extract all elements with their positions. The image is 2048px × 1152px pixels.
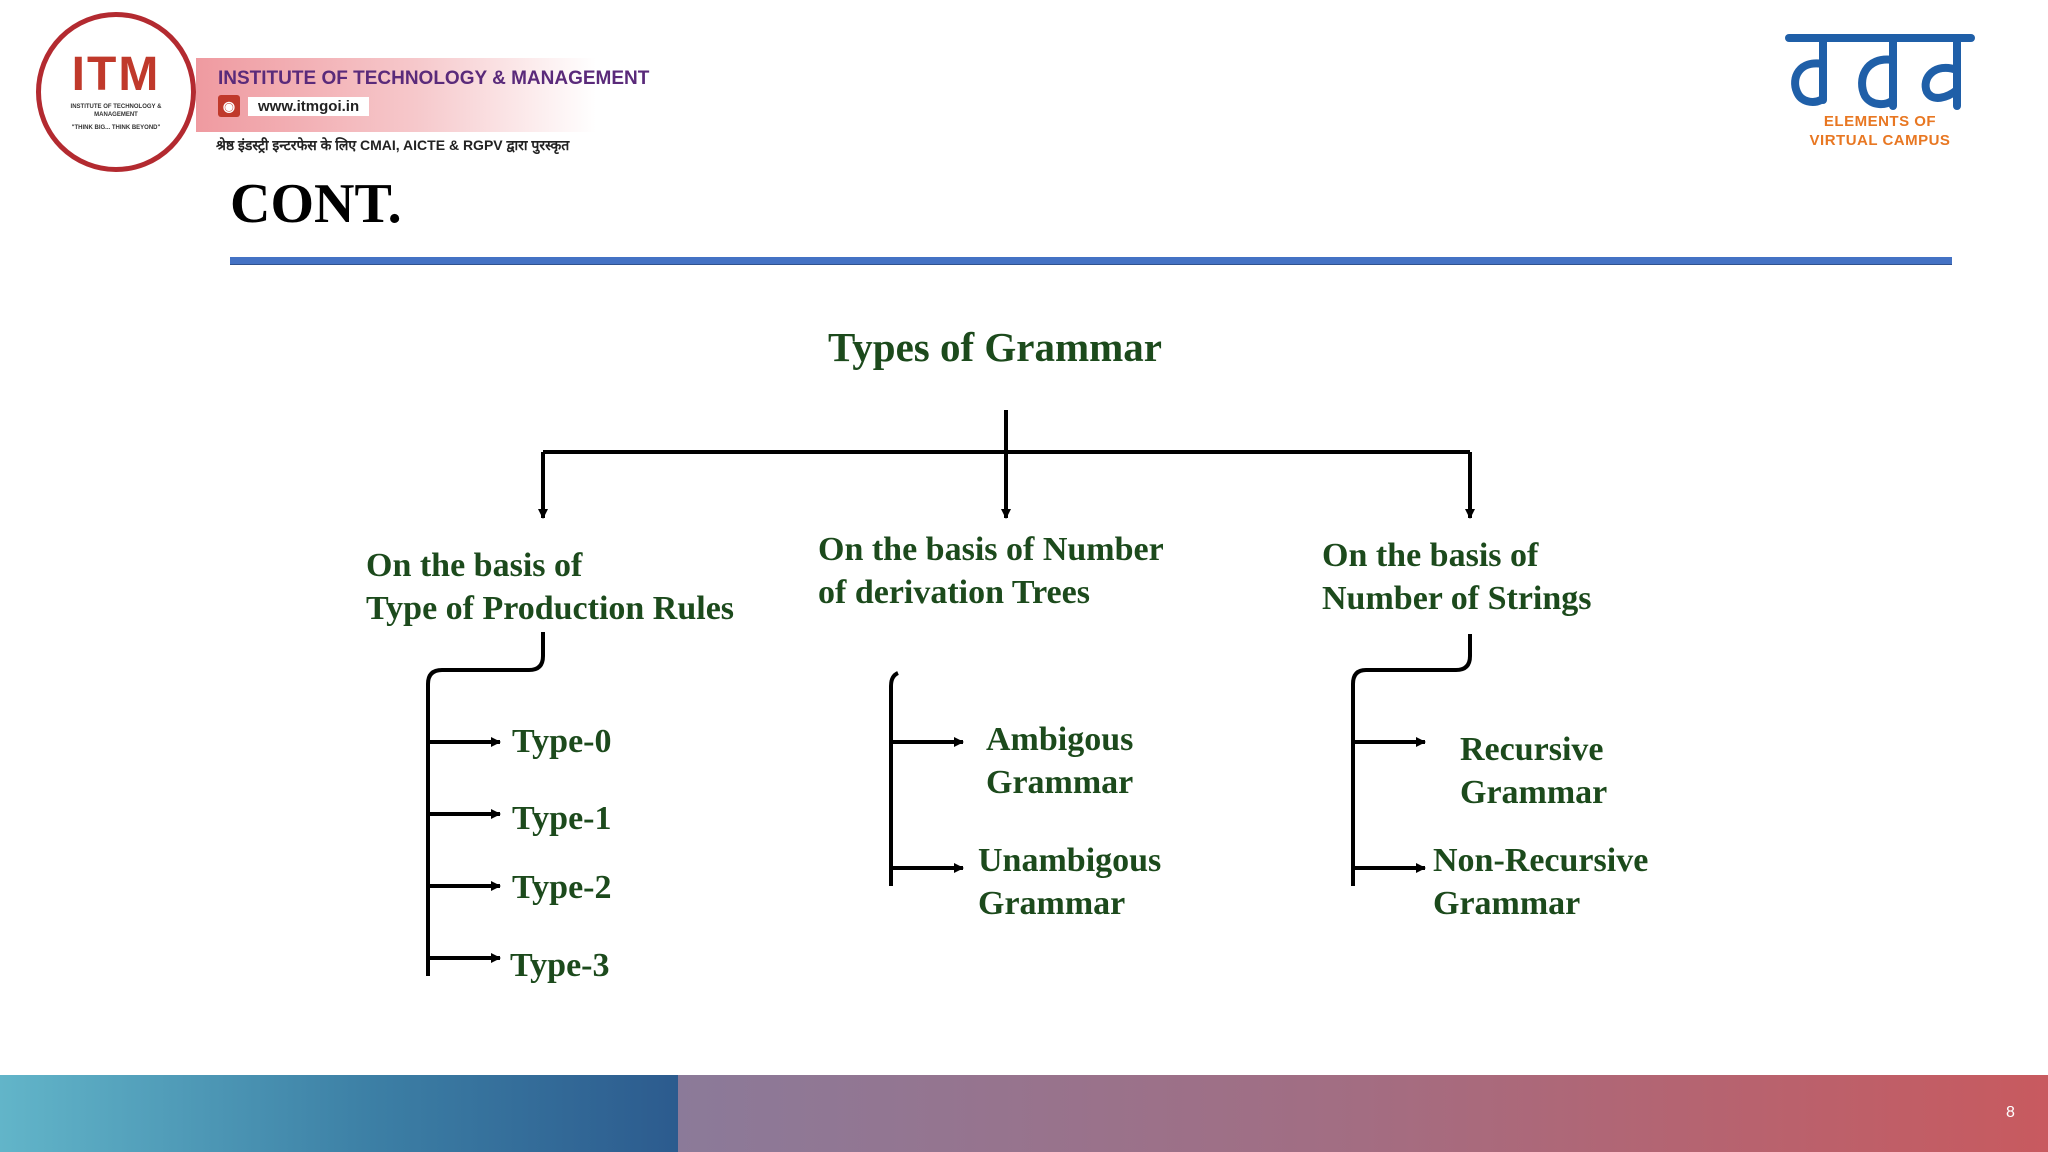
footer-bar-left	[0, 1075, 678, 1152]
cat-1-bracket	[426, 632, 545, 976]
diagram-root: Types of Grammar	[828, 324, 1163, 370]
cat-2-bracket	[889, 671, 899, 886]
leaf-ambigous-line-1: Ambigous	[986, 721, 1134, 758]
itm-logo-text: ITM	[71, 48, 161, 101]
category-2-line-2: of derivation Trees	[818, 574, 1090, 611]
institute-website: ◉ www.itmgoi.in	[218, 94, 370, 118]
institute-name: INSTITUTE OF TECHNOLOGY & MANAGEMENT	[218, 68, 650, 89]
category-3-line-2: Number of Strings	[1322, 580, 1592, 617]
leaf-type-1: Type-1	[512, 800, 612, 837]
leaf-type-0: Type-0	[512, 723, 612, 760]
slide-title: CONT.	[230, 173, 402, 235]
page-number: 8	[2006, 1104, 2015, 1121]
website-text: www.itmgoi.in	[248, 96, 370, 116]
leaf-type-3: Type-3	[510, 947, 610, 984]
leaf-unambigous-line-2: Grammar	[978, 885, 1126, 922]
title-underline	[230, 257, 1952, 265]
leaf-recursive-line-1: Recursive	[1460, 731, 1604, 768]
leaf-type-2: Type-2	[512, 869, 612, 906]
category-3-line-1: On the basis of	[1322, 537, 1539, 574]
leaf-non-recursive-line-1: Non-Recursive	[1433, 842, 1649, 879]
globe-icon: ◉	[218, 95, 240, 117]
leaf-non-recursive-line-2: Grammar	[1433, 885, 1581, 922]
category-2-line-1: On the basis of Number	[818, 531, 1164, 568]
cat-3-bracket	[1351, 634, 1472, 886]
tattva-logo: ELEMENTS OF VIRTUAL CAMPUS	[1780, 30, 1980, 160]
category-1-line-1: On the basis of	[366, 547, 583, 584]
category-1-line-2: Type of Production Rules	[366, 590, 735, 627]
leaf-ambigous-line-2: Grammar	[986, 764, 1134, 801]
tattva-line-1: ELEMENTS OF	[1823, 113, 1937, 130]
itm-banner	[196, 58, 596, 132]
itm-seal-small-text: INSTITUTE OF TECHNOLOGY & MANAGEMENT	[70, 104, 162, 118]
itm-seal-motto: "THINK BIG... THINK BEYOND"	[71, 125, 161, 131]
tattva-line-2: VIRTUAL CAMPUS	[1809, 132, 1951, 149]
institute-tagline: श्रेष्ठ इंडस्ट्री इन्टरफेस के लिए CMAI, …	[216, 137, 570, 153]
leaf-recursive-line-2: Grammar	[1460, 774, 1608, 811]
leaf-unambigous-line-1: Unambigous	[978, 842, 1162, 879]
itm-logo: ITM INSTITUTE OF TECHNOLOGY & MANAGEMENT…	[36, 12, 196, 172]
footer-bar-right	[678, 1075, 2048, 1152]
tattva-wordmark-icon	[1785, 34, 1975, 110]
